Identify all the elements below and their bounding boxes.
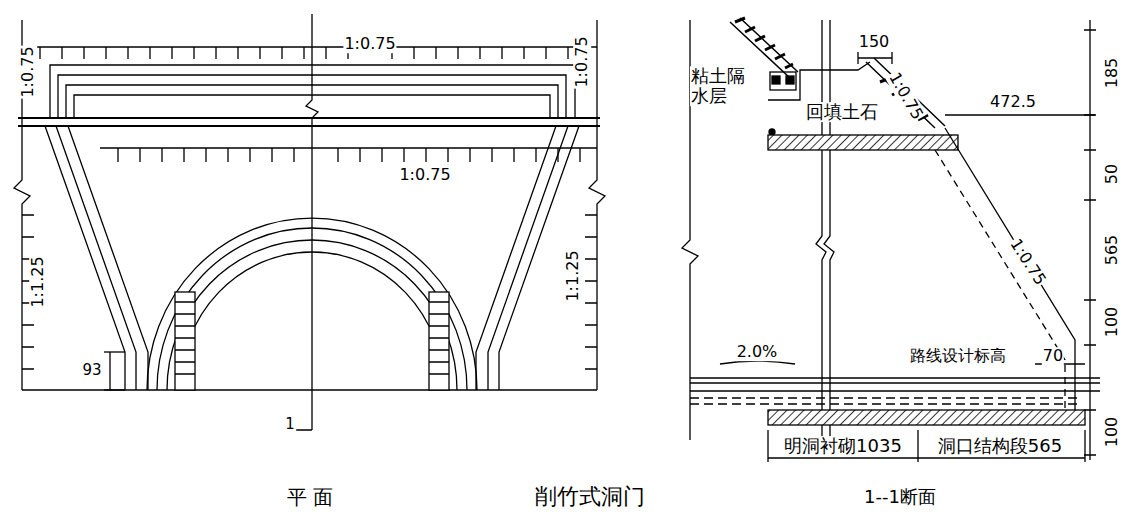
dimension-label: 100 [1103, 306, 1121, 339]
view-title: 平 面 [286, 486, 334, 508]
material-note: 路线设计标高 [909, 347, 1007, 365]
dimension-label: 1:0.75 [19, 45, 37, 98]
dimension-label: 1 [284, 416, 296, 433]
dimension-label: 1:0.75 [398, 166, 451, 184]
dimension-label: 1:0.75 [573, 35, 591, 88]
dimension-label: 1:1.25 [29, 255, 47, 308]
plan-view [14, 14, 605, 430]
material-note: 回填土石 [805, 102, 879, 122]
dimension-label: 100 [1103, 416, 1121, 449]
dimension-label: 洞口结构段565 [937, 436, 1063, 456]
dimension-label: 明洞衬砌1035 [783, 436, 903, 456]
dimension-label: 93 [81, 362, 102, 379]
dimension-label: 150 [858, 33, 891, 51]
dimension-label: 1:0.75 [885, 69, 927, 124]
dimension-label: 70 [1042, 347, 1064, 365]
dimension-label: 472.5 [989, 93, 1037, 111]
material-note: 粘土隔 水层 [690, 66, 754, 106]
dimension-label: 565 [1103, 234, 1121, 267]
drawing-caption: 削竹式洞门 [534, 485, 646, 509]
dimension-label: 50 [1103, 163, 1121, 185]
section-view [682, 18, 1100, 462]
dimension-label: 2.0% [736, 343, 779, 361]
dimension-label: 1:0.75 [343, 35, 396, 53]
view-title: 1--1断面 [863, 487, 937, 507]
dimension-label: 1:1.25 [564, 249, 582, 302]
dimension-label: 185 [1103, 57, 1121, 90]
dimension-label: 1:0.75 [1006, 235, 1050, 289]
